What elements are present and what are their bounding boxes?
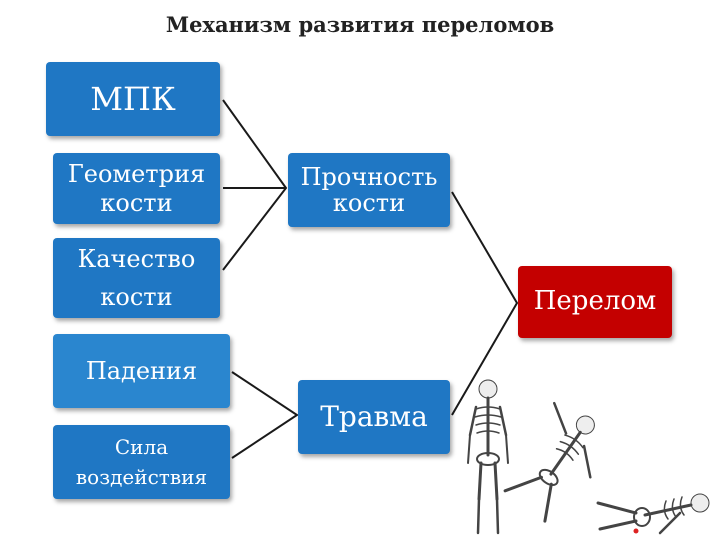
- trauma-box: Травма: [298, 380, 450, 454]
- impact-force-label: Сила воздействия: [75, 435, 208, 489]
- falls-label: Падения: [85, 356, 198, 385]
- lying-skeleton-figure: [596, 493, 710, 535]
- falling-skeleton-figure: [503, 401, 595, 523]
- bone-strength-label: Прочность кости: [300, 162, 438, 217]
- bmd-label: МПК: [90, 79, 176, 118]
- bone-geometry-box: Геометрия кости: [53, 153, 220, 224]
- trauma-label: Травма: [320, 400, 428, 434]
- bone-quality-box: Качество кости: [53, 238, 220, 318]
- bone-geometry-label: Геометрия кости: [67, 159, 206, 217]
- connector-bracket-trauma: [231, 371, 299, 459]
- impact-force-box: Сила воздействия: [53, 425, 230, 499]
- bone-strength-box: Прочность кости: [288, 153, 450, 227]
- connector-bracket-strength: [222, 99, 288, 271]
- connector-bracket-fracture: [451, 191, 519, 416]
- fracture-label: Перелом: [533, 286, 657, 317]
- falls-box: Падения: [53, 334, 230, 408]
- bmd-box: МПК: [46, 62, 220, 136]
- bone-quality-label: Качество кости: [77, 244, 196, 311]
- falling-skeletons-illustration: [467, 379, 710, 535]
- standing-skeleton-figure: [467, 379, 509, 535]
- fracture-box: Перелом: [518, 266, 672, 338]
- diagram-title: Механизм развития переломов: [165, 12, 555, 37]
